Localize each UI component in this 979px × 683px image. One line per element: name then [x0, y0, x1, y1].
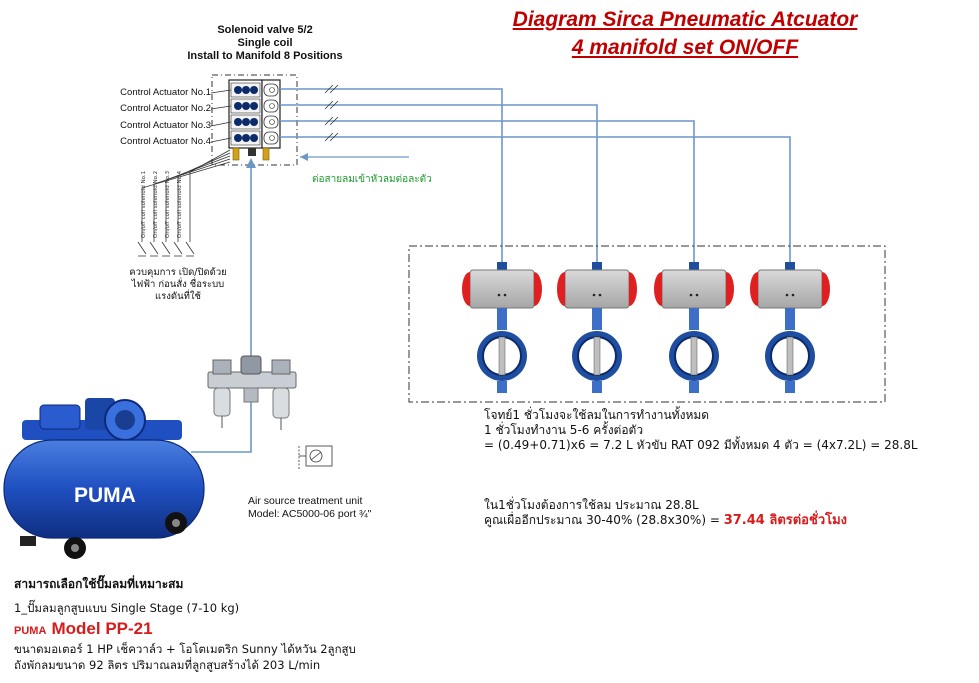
brass-fitting-right — [262, 147, 270, 161]
calc-line-2: 1 ชั่วโมงทำงาน 5-6 ครั้งต่อตัว — [484, 423, 644, 437]
compressor-model-name: Model PP-21 — [51, 619, 153, 638]
actuator-2 — [557, 262, 637, 393]
calc-line-5: คูณเผื่ออีกประมาณ 30-40% (28.8x30%) = 37… — [484, 513, 847, 528]
compressor-line-1: 1_ปั๊มลมลูกสูบแบบ Single Stage (7-10 kg) — [14, 601, 240, 615]
air-treatment-unit — [207, 355, 297, 430]
compressor-model: PUMA Model PP-21 — [14, 619, 153, 639]
wire-label-1: On/off coil solenoid No.1 — [141, 171, 147, 238]
air-unit-label: Air source treatment unit Model: AC5000-… — [248, 495, 371, 521]
switch-contacts — [137, 241, 195, 257]
hose-note: ต่อสายลมเข้าหัวลมต่อละตัว — [312, 174, 432, 185]
control-actuator-label-3: Control Actuator No.3 — [120, 120, 211, 131]
compressor-line-2: ขนาดมอเตอร์ 1 HP เช็ควาล์ว + โอโตเมตริก … — [14, 642, 356, 656]
control-actuator-label-1: Control Actuator No.1 — [120, 87, 211, 98]
inlet-port — [248, 148, 256, 156]
calc-line-5-text: คูณเผื่ออีกประมาณ 30-40% (28.8x30%) = — [484, 513, 724, 527]
calc-line-1: โจทย์1 ชั่วโมงจะใช้ลมในการทำงานทั้งหมด — [484, 408, 710, 422]
compressor-brand-text: PUMA — [74, 484, 136, 507]
hose-arrow — [300, 153, 308, 161]
frl-symbol — [298, 445, 333, 469]
calc-line-4: ใน1ชั่วโมงต้องการใช้ลม ประมาณ 28.8L — [484, 498, 699, 512]
compressor-heading: สามารถเลือกใช้ปั๊มลมที่เหมาะสม — [14, 577, 184, 591]
switch-note: ควบคุมการ เปิด/ปิดด้วย ไฟฟ้า ก่อนสั่ง ชื… — [108, 267, 248, 303]
actuator-1 — [462, 262, 542, 393]
calc-result: 37.44 ลิตรต่อชั่วโมง — [723, 513, 848, 528]
hose-break-markers — [324, 84, 339, 142]
solenoid-row-2 — [230, 98, 279, 114]
diagram-title-line-1: Diagram Sirca Pneumatic Atcuator — [512, 8, 858, 31]
wire-label-4: On/off coil solenoid No.4 — [177, 170, 183, 238]
air-hoses — [191, 88, 791, 453]
solenoid-line-2: Single coil — [237, 37, 293, 49]
air-compressor: PUMA — [3, 398, 205, 559]
supply-arrow — [246, 158, 256, 168]
actuator-dashed-box — [408, 245, 886, 403]
actuator-3 — [654, 262, 734, 393]
control-actuator-label-2: Control Actuator No.2 — [120, 103, 211, 114]
compressor-line-3: ถังพักลมขนาด 92 ลิตร ปริมาณลมที่ลูกสูบสร… — [14, 658, 321, 672]
solenoid-manifold — [228, 79, 281, 161]
solenoid-line-3: Install to Manifold 8 Positions — [187, 50, 343, 62]
wire-label-2: On/off coil solenoid No.2 — [153, 171, 159, 238]
solenoid-label: Solenoid valve 5/2 Single coil Install t… — [180, 24, 350, 63]
solenoid-row-4 — [230, 130, 279, 146]
brass-fitting-left — [232, 147, 240, 161]
solenoid-line-1: Solenoid valve 5/2 — [217, 24, 313, 36]
air-unit-line-1: Air source treatment unit — [248, 495, 363, 507]
switch-note-line-2: ไฟฟ้า ก่อนสั่ง ชื่อระบบ — [131, 279, 225, 290]
calc-result-block: ใน1ชั่วโมงต้องการใช้ลม ประมาณ 28.8L คูณเ… — [484, 498, 847, 528]
wire-labels: On/off coil solenoid No.1 On/off coil so… — [141, 170, 183, 238]
control-lines — [210, 89, 232, 143]
air-unit-line-2: Model: AC5000-06 port ¾" — [248, 508, 372, 520]
coil-wiring — [141, 149, 231, 242]
calc-block: โจทย์1 ชั่วโมงจะใช้ลมในการทำงานทั้งหมด 1… — [484, 408, 918, 453]
actuator-4 — [750, 262, 830, 393]
wire-label-3: On/off coil solenoid No.3 — [165, 170, 171, 238]
diagram-title-line-2: 4 manifold set ON/OFF — [571, 36, 799, 59]
calc-line-3: = (0.49+0.71)x6 = 7.2 L หัวขับ RAT 092 ม… — [484, 438, 918, 452]
switch-note-line-3: แรงดันที่ใช้ — [155, 291, 201, 302]
solenoid-row-1 — [230, 82, 279, 98]
solenoid-row-3 — [230, 114, 279, 130]
control-actuator-label-4: Control Actuator No.4 — [120, 136, 211, 147]
switch-note-line-1: ควบคุมการ เปิด/ปิดด้วย — [129, 267, 227, 278]
compressor-brand-small: PUMA — [14, 625, 47, 637]
